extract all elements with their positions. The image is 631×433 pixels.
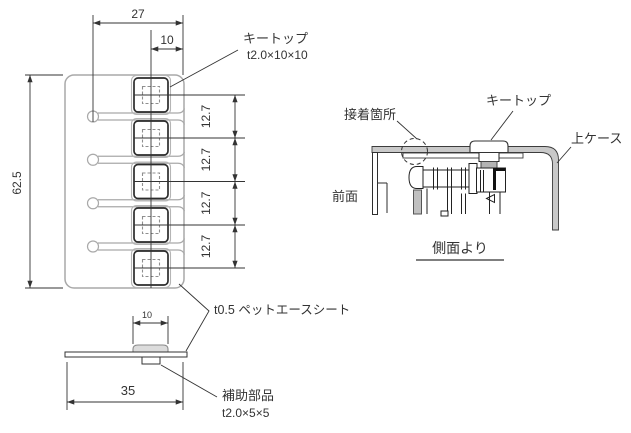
screw-head [408, 166, 424, 189]
leader-line [556, 146, 572, 164]
switch-mechanism [408, 152, 506, 217]
slot [86, 195, 186, 212]
dim-pitch-4: 12.7 [199, 234, 213, 258]
side-callouts: 接着箇所 キートップ 上ケース 前面 [332, 93, 622, 204]
keytop-spec: t2.0×10×10 [247, 48, 308, 62]
keytop-stem [478, 152, 500, 162]
keytop-profile-side [469, 140, 509, 154]
dim-27: 27 [131, 7, 145, 21]
aux-label: 補助部品 [222, 388, 274, 403]
bottom-view: 10 35 補助部品 t2.0×5×5 [64, 310, 274, 420]
adhesive-label: 接着箇所 [344, 107, 396, 122]
front-dimensions: 27 10 62.5 12.7 12.7 12.7 12.7 [10, 7, 238, 288]
side-view-caption: 側面より [432, 240, 488, 256]
bracket-plate [468, 163, 478, 194]
dim-pitch-3: 12.7 [199, 191, 213, 215]
dim-62-5: 62.5 [10, 171, 24, 195]
upper-case-label: 上ケース [571, 131, 622, 146]
triangle-marker [485, 193, 495, 204]
leader-line [396, 120, 418, 140]
leader-line [490, 110, 514, 141]
auxiliary-callout: 補助部品 t2.0×5×5 [160, 364, 274, 420]
dim-pitch-1: 12.7 [199, 104, 213, 128]
keytop-profile [132, 344, 169, 353]
hatched-leg [413, 189, 422, 215]
leader-line [178, 283, 210, 352]
front-view: 27 10 62.5 12.7 12.7 12.7 12.7 キートップ t2.… [10, 7, 350, 352]
sheet-callout: t0.5 ペットエースシート [178, 283, 350, 352]
sheet-label: t0.5 ペットエースシート [214, 303, 350, 317]
leader-line [160, 364, 218, 398]
auxiliary-part [141, 356, 161, 365]
dim-10-bottom: 10 [142, 310, 152, 320]
keytop-callout: キートップ t2.0×10×10 [169, 31, 308, 88]
sheet-profile [64, 351, 188, 358]
leader-line [169, 49, 239, 88]
keytop-side-label: キートップ [486, 93, 551, 108]
slot [86, 238, 186, 255]
flex-slots [86, 108, 186, 255]
slot [86, 151, 186, 168]
adhesive-spot-circle [401, 138, 428, 165]
foot [440, 210, 449, 217]
dim-pitch-2: 12.7 [199, 148, 213, 172]
keytop-label: キートップ [243, 31, 308, 46]
extension-lines [25, 15, 245, 289]
front-face-label: 前面 [332, 189, 358, 204]
dim-10: 10 [160, 33, 174, 47]
switch-body [476, 167, 506, 193]
front-wall [372, 152, 378, 215]
aux-spec: t2.0×5×5 [222, 406, 270, 420]
dim-35: 35 [121, 383, 135, 398]
side-view: 接着箇所 キートップ 上ケース 前面 側面より [332, 93, 622, 261]
sheet-edge [402, 152, 524, 159]
contact-bracket [493, 168, 505, 190]
upper-case-wall [371, 146, 559, 231]
view-caption: 側面より [416, 240, 504, 261]
